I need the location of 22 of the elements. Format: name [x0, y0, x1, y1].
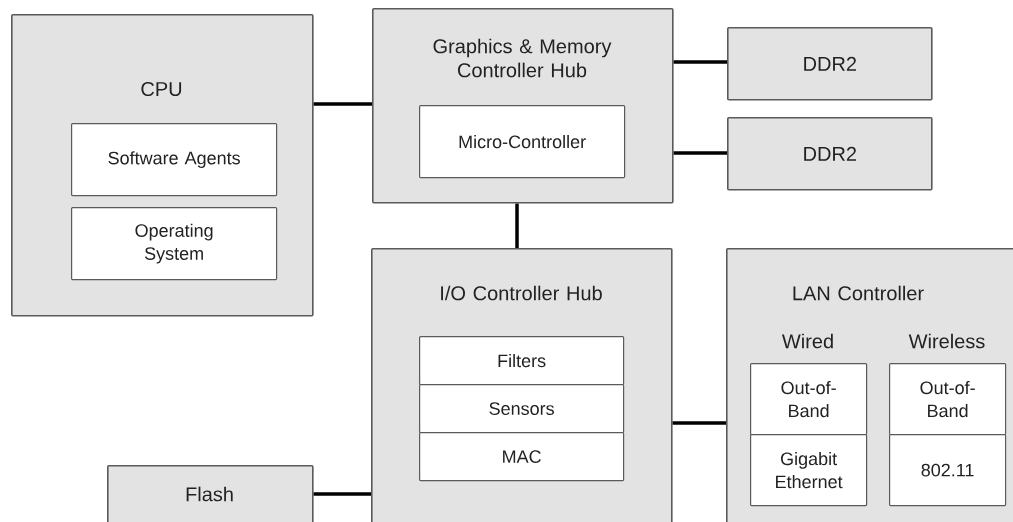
column-heading: Wired — [782, 333, 833, 349]
connector-line — [672, 421, 726, 425]
component-box: 802.11 — [889, 434, 1007, 507]
component-box: Filters — [419, 336, 625, 386]
connector-line — [313, 102, 372, 106]
column-heading: Wireless — [908, 333, 985, 349]
component-box: Out-of- Band — [750, 363, 868, 436]
component-box: Micro-Controller — [419, 105, 626, 179]
component-box: Gigabit Ethernet — [750, 434, 868, 507]
component-box: Sensors — [419, 384, 625, 434]
component-box: Operating System — [71, 207, 278, 281]
component-box: Out-of- Band — [889, 363, 1007, 436]
component-box: Software Agents — [71, 123, 278, 197]
connector-line — [673, 60, 727, 64]
component-box: MAC — [419, 432, 625, 482]
hub-box: Flash — [107, 465, 314, 522]
connector-line — [673, 151, 727, 155]
hub-box: DDR2 — [727, 117, 933, 191]
hub-box: DDR2 — [727, 27, 933, 101]
connector-line — [313, 492, 371, 496]
connector-line — [515, 203, 519, 248]
node-label: Out-of- Band — [920, 380, 975, 418]
